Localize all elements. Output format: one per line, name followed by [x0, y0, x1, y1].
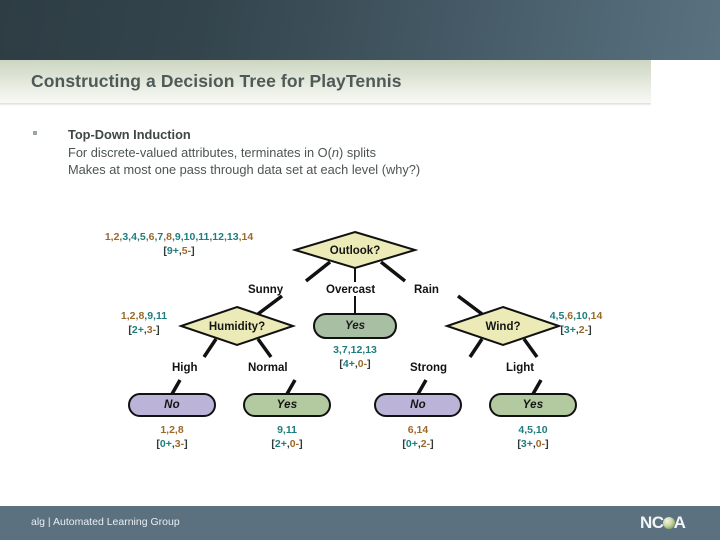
leaf-node-high-no[interactable]: No — [128, 393, 216, 417]
example-set-high-counts: [0+,3-] — [156, 437, 188, 450]
decision-node-label-humidity[interactable]: Humidity? — [208, 320, 266, 333]
leaf-node-normal-yes[interactable]: Yes — [243, 393, 331, 417]
decision-node-shape-humidity — [177, 305, 297, 347]
edge-label-high: High — [172, 362, 198, 374]
bullet-block: Top-Down Induction For discrete-valued a… — [31, 126, 651, 179]
footer-label: alg | Automated Learning Group — [31, 516, 180, 528]
slide-header-band — [0, 0, 720, 60]
example-set-humidity-ids: 1,2,8,9,11 — [120, 310, 168, 322]
example-set-wind-ids: 4,5,6,10,14 — [549, 310, 603, 322]
bullet-line-3: Makes at most one pass through data set … — [68, 162, 421, 177]
edge-label-light: Light — [506, 362, 535, 374]
example-set-normal: 9,11 [2+,0-] — [243, 424, 331, 451]
example-set-root-ids: 1,2,3,4,5,6,7,8,9,10,11,12,13,14 — [104, 231, 254, 243]
example-set-overcast-ids: 3,7,12,13 — [333, 344, 377, 356]
leaf-node-light-yes[interactable]: Yes — [489, 393, 577, 417]
ncsa-logo-right: A — [673, 513, 686, 532]
edge-label-normal: Normal — [248, 362, 288, 374]
edge-label-sunny: Sunny — [248, 284, 284, 296]
decision-node-label-wind[interactable]: Wind? — [485, 320, 521, 333]
example-set-overcast-counts: [4+,0-] — [339, 357, 371, 370]
ncsa-logo: NC A — [640, 513, 686, 533]
example-set-light-counts: [3+,0-] — [517, 437, 549, 450]
bullet-lines: Top-Down Induction For discrete-valued a… — [68, 126, 651, 179]
example-set-high: 1,2,8 [0+,3-] — [128, 424, 216, 451]
example-set-wind: 4,5,6,10,14 [3+,2-] — [522, 310, 630, 337]
decision-node-shape-wind — [443, 305, 563, 347]
leaf-node-strong-no[interactable]: No — [374, 393, 462, 417]
example-set-light-ids: 4,5,10 — [518, 424, 548, 436]
decision-node-label-outlook[interactable]: Outlook? — [329, 244, 381, 257]
edge-label-strong: Strong — [410, 362, 448, 374]
example-set-overcast: 3,7,12,13 [4+,0-] — [313, 344, 397, 371]
example-set-wind-counts: [3+,2-] — [560, 323, 592, 336]
example-set-humidity-counts: [2+,3-] — [128, 323, 160, 336]
example-set-root-counts: [9+,5-] — [163, 244, 195, 257]
bullet-line-2: For discrete-valued attributes, terminat… — [68, 144, 376, 160]
leaf-node-overcast-yes[interactable]: Yes — [313, 313, 397, 339]
example-set-light: 4,5,10 [3+,0-] — [489, 424, 577, 451]
globe-icon — [662, 517, 675, 529]
edge-label-overcast: Overcast — [326, 284, 376, 296]
example-set-root: 1,2,3,4,5,6,7,8,9,10,11,12,13,14 [9+,5-] — [104, 231, 254, 258]
ncsa-logo-left: NC — [640, 513, 664, 532]
example-set-normal-ids: 9,11 — [277, 424, 297, 436]
page-title: Constructing a Decision Tree for PlayTen… — [31, 71, 402, 91]
example-set-humidity: 1,2,8,9,11 [2+,3-] — [102, 310, 186, 337]
bullet-line-1: Top-Down Induction — [68, 127, 191, 142]
example-set-normal-counts: [2+,0-] — [271, 437, 303, 450]
example-set-strong-counts: [0+,2-] — [402, 437, 434, 450]
slide-title-band — [0, 60, 651, 103]
title-band-shadow — [0, 103, 651, 106]
example-set-high-ids: 1,2,8 — [160, 424, 184, 436]
example-set-strong-ids: 6,14 — [407, 424, 429, 436]
slide-footer-band — [0, 506, 720, 540]
bullet-dot-icon — [33, 131, 37, 135]
example-set-strong: 6,14 [0+,2-] — [374, 424, 462, 451]
edge-label-rain: Rain — [414, 284, 439, 296]
